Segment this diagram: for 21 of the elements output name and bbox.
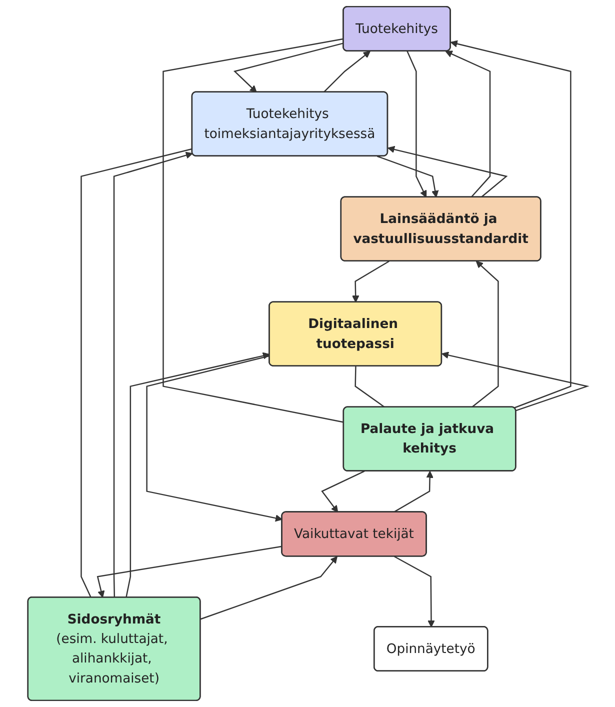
arrow [352, 260, 390, 303]
arrow [323, 50, 370, 93]
arrow [96, 546, 282, 598]
arrow [388, 146, 508, 198]
arrow [445, 50, 491, 198]
arrow [113, 152, 193, 598]
arrow [393, 470, 434, 513]
arrow [126, 352, 270, 598]
arrow [450, 40, 572, 408]
connector [354, 366, 386, 408]
arrow [200, 556, 338, 620]
connector [80, 148, 192, 598]
arrow [376, 156, 439, 198]
arrow [146, 355, 282, 522]
arrow [321, 470, 365, 513]
arrow [471, 260, 499, 408]
arrow [233, 42, 344, 93]
arrow [406, 51, 427, 198]
arrow [394, 556, 435, 628]
connector [162, 38, 344, 423]
arrow [442, 352, 590, 412]
